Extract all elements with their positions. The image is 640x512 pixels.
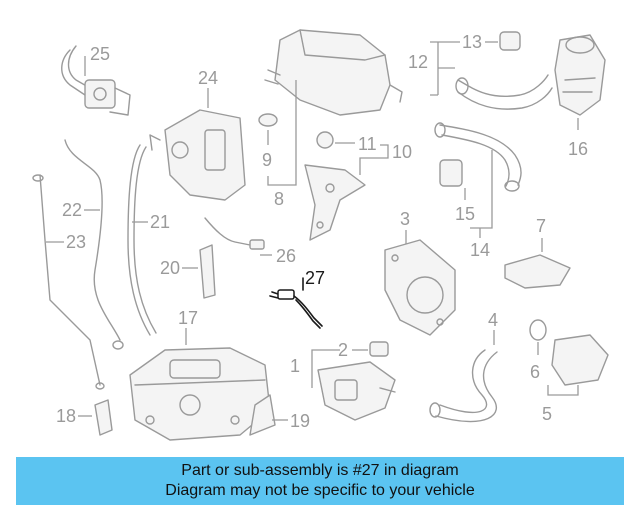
callout-5: 5: [542, 404, 552, 424]
callout-1: 1: [290, 356, 300, 376]
banner-line-2: Diagram may not be specific to your vehi…: [165, 482, 475, 499]
part-1-drawing: [317, 361, 396, 421]
hoses-21-22-23-drawing: [32, 139, 157, 390]
callout-15: 15: [455, 204, 475, 224]
part-12-drawing: [455, 74, 553, 110]
callout-12: 12: [408, 52, 428, 72]
callout-8: 8: [274, 189, 284, 209]
callout-16: 16: [568, 139, 588, 159]
callout-14: 14: [470, 240, 490, 260]
part-24-drawing: [149, 109, 246, 201]
callout-11: 11: [358, 134, 377, 154]
callout-2: 2: [338, 340, 348, 360]
part-25-drawing: [61, 45, 131, 116]
callout-24: 24: [198, 68, 218, 88]
callout-6: 6: [530, 362, 540, 382]
banner-line-1: Part or sub-assembly is #27 in diagram: [181, 462, 459, 479]
callout-23: 23: [66, 232, 86, 252]
callout-10: 10: [392, 142, 412, 162]
part-16-drawing: [554, 34, 606, 116]
callout-22: 22: [62, 200, 82, 220]
part-26-drawing: [204, 217, 265, 250]
part-14-drawing: [434, 122, 522, 192]
reservoir-drawing: [264, 29, 403, 116]
part-3-drawing: [384, 239, 456, 336]
part-27-drawing: [269, 289, 323, 329]
callout-21: 21: [150, 212, 170, 232]
callout-18: 18: [56, 406, 76, 426]
callout-25: 25: [90, 44, 110, 64]
callout-13: 13: [462, 32, 482, 52]
part-10-drawing: [304, 164, 366, 241]
callout-7: 7: [536, 216, 546, 236]
info-banner: Part or sub-assembly is #27 in diagram D…: [16, 457, 624, 505]
callout-19: 19: [290, 411, 310, 431]
callout-27: 27: [305, 268, 325, 288]
part-17-drawing: [129, 347, 271, 441]
callout-17: 17: [178, 308, 198, 328]
callout-9: 9: [262, 150, 272, 170]
parts-diagram: 25 24 9 8 11 10 12 13: [32, 29, 609, 441]
callout-26: 26: [276, 246, 296, 266]
callout-20: 20: [160, 258, 180, 278]
callout-4: 4: [488, 310, 498, 330]
callout-3: 3: [400, 209, 410, 229]
part-4-drawing: [429, 349, 498, 423]
